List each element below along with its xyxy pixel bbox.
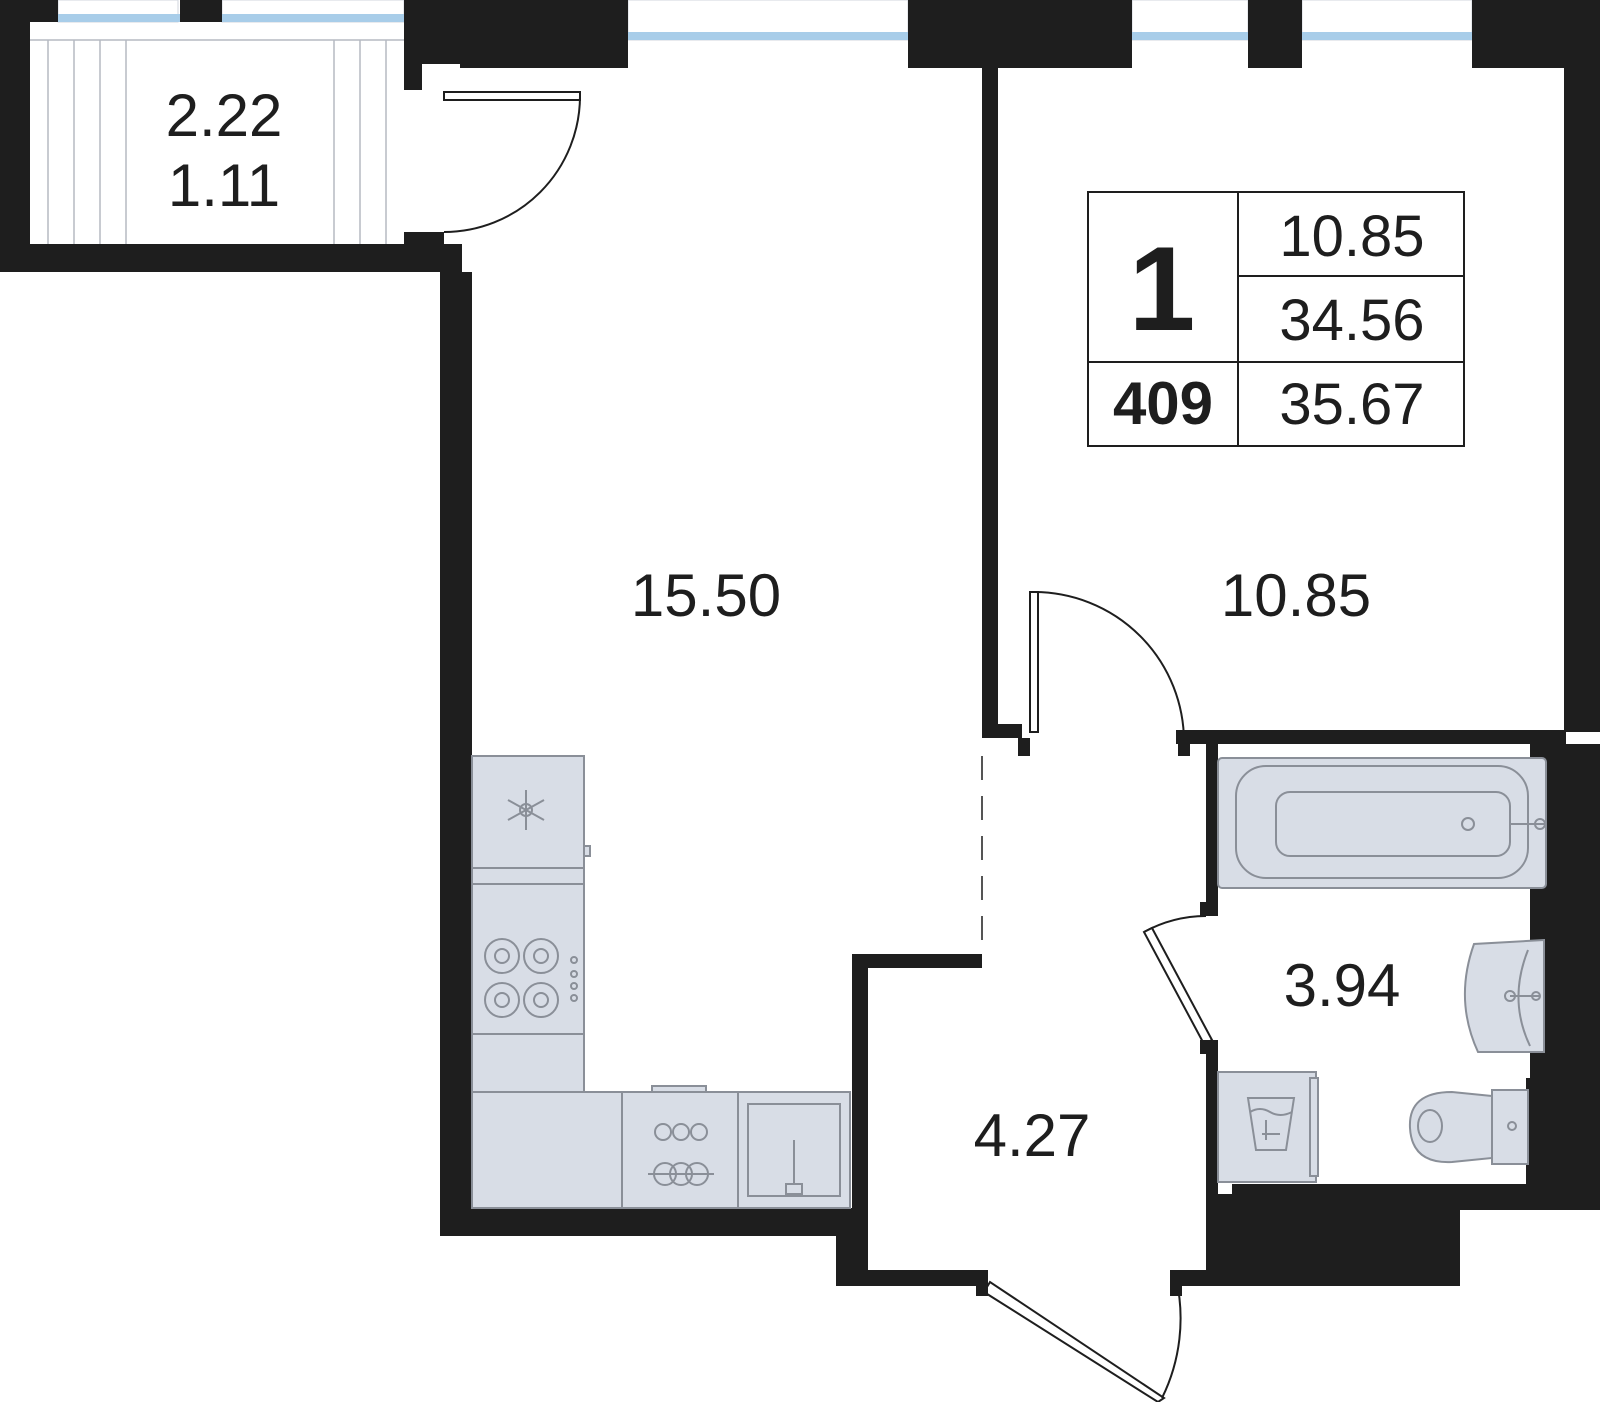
apartment-info-box: 1 10.85 34.56 409 35.67 bbox=[1087, 191, 1465, 447]
total-with-balcony: 35.67 bbox=[1279, 372, 1424, 437]
dishwasher-icon bbox=[621, 1085, 739, 1209]
balcony-door[interactable] bbox=[443, 91, 581, 233]
sink-icon bbox=[737, 1091, 851, 1209]
entrance-door[interactable] bbox=[976, 1270, 1182, 1402]
washing-machine-icon bbox=[1217, 1071, 1319, 1183]
hallway-area: 4.27 bbox=[974, 1102, 1091, 1169]
balcony-reduced-area: 1.11 bbox=[168, 152, 280, 219]
toilet-icon bbox=[1408, 1089, 1529, 1165]
apartment-number: 409 bbox=[1113, 370, 1213, 437]
bathtub-icon bbox=[1217, 757, 1547, 889]
walls bbox=[0, 0, 1600, 1286]
balcony-railing bbox=[30, 39, 404, 244]
balcony-area: 2.22 bbox=[166, 82, 283, 149]
fridge bbox=[471, 755, 591, 869]
kitchen-living-area: 15.50 bbox=[631, 562, 781, 629]
bedroom-door[interactable] bbox=[1018, 591, 1190, 756]
rooms-count: 1 bbox=[1129, 222, 1196, 356]
stove-icon bbox=[484, 938, 578, 1018]
bathroom-area: 3.94 bbox=[1284, 952, 1401, 1019]
bedroom-area: 10.85 bbox=[1221, 562, 1371, 629]
living-area: 10.85 bbox=[1279, 204, 1424, 269]
kitchen-counter bbox=[471, 867, 623, 1209]
total-area: 34.56 bbox=[1279, 288, 1424, 353]
washbasin-icon bbox=[1463, 938, 1545, 1053]
snowflake-icon bbox=[507, 790, 545, 830]
bathroom-door[interactable] bbox=[1142, 902, 1218, 1054]
